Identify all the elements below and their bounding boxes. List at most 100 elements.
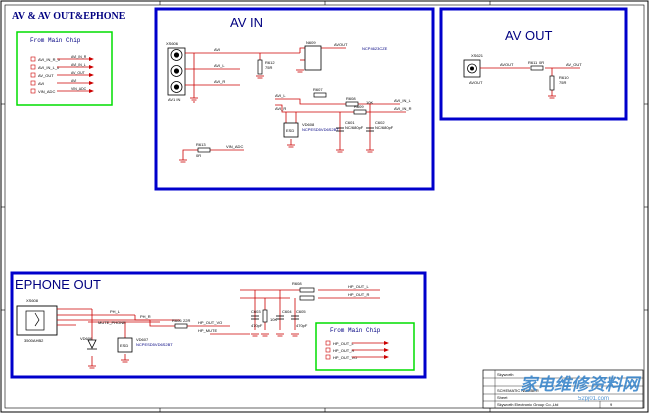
fmc-top-row: AVI_IN_L_0 AVI_IN_L <box>30 63 94 70</box>
fmc-bottom-signal-label: HP_OUT_R <box>333 348 354 353</box>
ephone-out-title: EPHONE OUT <box>15 277 101 292</box>
av-in-esd-package <box>283 122 299 138</box>
av-in-ic-part: NCP4623CZE <box>362 46 388 51</box>
av-out-jack-ref: XS621 <box>471 53 484 58</box>
port-icon <box>30 56 36 62</box>
port-icon <box>30 64 36 70</box>
av-in-caps <box>336 127 374 132</box>
ephone-r-mid-ref: R608 <box>292 281 302 286</box>
fmc-top-signal-label: VIN_ADC <box>38 89 55 94</box>
sheet-title: AV & AV OUT&EPHONE <box>12 11 126 22</box>
av-in-cap-b: C602 <box>375 120 385 125</box>
tvs-diode-icon <box>87 339 97 349</box>
port-icon <box>30 80 36 86</box>
av-in-r-small: 10K <box>366 100 373 105</box>
from-main-chip-bottom-rows: HP_OUT_L HP_OUT_RHP_OUT_VO <box>325 340 389 360</box>
vin-res-val: 0R <box>196 153 201 158</box>
from-main-chip-bottom: From Main Chip HP_OUT_LHP_OUT_RHP_OUT_VO <box>315 322 415 371</box>
watermark-url: 52pj01.com <box>578 396 609 402</box>
ephone-cap-0: C603 <box>251 309 261 314</box>
av-in-jack-ref: XS606 <box>166 41 179 46</box>
ephone-r-b <box>299 295 315 301</box>
av-in-cap-a-val: NC/680pF <box>345 125 364 130</box>
port-icon <box>325 347 331 353</box>
port-icon <box>325 354 331 360</box>
av-in-net-r: AVI_IN_R <box>394 106 412 111</box>
ephone-out-frame <box>10 271 427 379</box>
arrow-right-icon <box>89 73 94 77</box>
av-out-jack-name: AVOUT <box>469 80 483 85</box>
title-block: Skyworth SCHEMATIC NUMBER Sheet Skyworth… <box>482 369 644 409</box>
fmc-top-net-alias: VIN_ADC <box>71 87 87 91</box>
arrow-right-icon <box>384 348 389 352</box>
av-in-res-b <box>345 101 359 107</box>
title-row2: SCHEMATIC NUMBER <box>497 388 539 393</box>
ephone-shunt-res <box>262 309 268 323</box>
av-out-r2-ref: R610 <box>559 75 569 80</box>
fmc-top-row: VIN_ADC VIN_ADC <box>30 87 94 94</box>
av-in-net-avir: AVI_R <box>214 79 225 84</box>
fmc-bottom-row: HP_OUT_VO <box>325 354 389 360</box>
av-out-r-val: 0R <box>539 60 544 65</box>
fmc-bottom-signal-label: HP_OUT_L <box>333 341 354 346</box>
av-out-wires <box>480 67 580 99</box>
port-icon <box>30 88 36 94</box>
ephone-esd-package <box>117 337 133 353</box>
av-in-net-avil: AVI_L <box>214 63 225 68</box>
av-out-shunt-resistor <box>549 75 555 91</box>
ephone-hp-mute: HP_MUTE <box>198 328 217 333</box>
av-in-res-c-ref: R609 <box>354 104 364 109</box>
ephone-mute-net: MUTE_PHONE <box>98 320 126 325</box>
jack-body <box>167 47 186 96</box>
av-out-title: AV OUT <box>505 28 552 43</box>
ephone-net-phr: PH_R <box>140 314 151 319</box>
av-in-wires <box>185 47 346 98</box>
ephone-jack-ref: XS608 <box>26 298 39 303</box>
av-in-out-net: AVOUT <box>334 42 348 47</box>
ephone-r-a-ref: R606 <box>172 318 182 323</box>
port-icon <box>30 72 36 78</box>
arrow-right-icon <box>384 355 389 359</box>
av-in-esd-tag: ESD <box>286 128 294 133</box>
av-in-frame <box>154 7 435 191</box>
rca-right-core-icon <box>173 84 180 90</box>
title-block-frame <box>482 369 644 409</box>
av-out-r2-val: 75R <box>559 80 566 85</box>
ephone-net-phl: PH_L <box>110 309 121 314</box>
av-in-block: AV IN XS606 AV1 IN AVI AVI_L AVI_R <box>154 7 435 191</box>
av-in-in-r: AVI_R <box>275 106 286 111</box>
rca-video-core-icon <box>173 52 180 58</box>
vin-adc-wires <box>179 149 244 163</box>
ephone-cap-val-2: 470pF <box>296 323 308 328</box>
ephone-r-a-val: 22R <box>183 318 190 323</box>
port-icon <box>325 340 331 346</box>
av-in-r-ref: R612 <box>265 60 275 65</box>
ephone-hp-r: HP_OUT_R <box>348 292 369 297</box>
rca-av-out-core-icon <box>470 66 474 71</box>
fmc-top-signal-label: AVI <box>38 81 44 86</box>
av-out-r-ref: R611 <box>528 60 538 65</box>
ephone-wires <box>57 289 380 369</box>
ephone-jack: XS608 3500AHB2 <box>16 298 58 343</box>
arrow-right-icon <box>384 341 389 345</box>
av-in-res-c <box>353 109 367 115</box>
av-in-res-a <box>313 92 327 98</box>
fmc-bottom-row: HP_OUT_L <box>325 340 389 346</box>
title-sheet-no: 9 <box>610 402 613 407</box>
fmc-top-signal-label: AVI_IN_L_0 <box>38 65 60 70</box>
vin-net: VIN_ADC <box>226 144 243 149</box>
fmc-top-net-alias: AV_OUT <box>71 71 86 75</box>
av-in-res-a-ref: R607 <box>313 87 323 92</box>
from-main-chip-top-title: From Main Chip <box>30 37 81 44</box>
fmc-top-net-alias: AVI_IN_L <box>71 63 86 67</box>
title-row1: Skyworth <box>497 372 513 377</box>
watermark-cn: 家电维修资料网 <box>520 375 642 394</box>
av-out-block: AV OUT XS621 AVOUT AVOUT R611 0R AV_OUT … <box>439 7 628 121</box>
vin-adc-resistor <box>197 147 211 153</box>
title-row3: Sheet <box>497 395 508 400</box>
